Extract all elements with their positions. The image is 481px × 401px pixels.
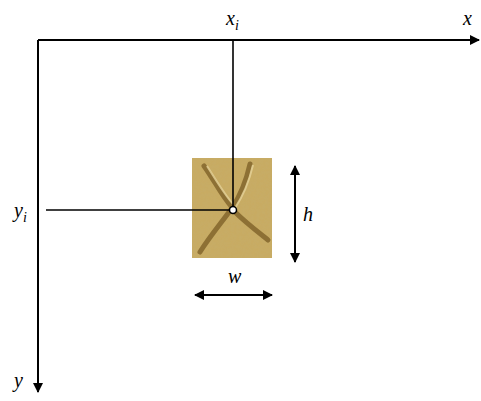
yi-guide-line — [46, 209, 230, 211]
axis-label: y — [14, 370, 23, 390]
coordinate-label: xi — [226, 8, 239, 28]
image-patch — [192, 158, 272, 258]
center-point — [230, 207, 237, 214]
y-axis — [37, 40, 39, 392]
coordinate-label: yi — [14, 200, 27, 220]
dimension-label: h — [303, 204, 313, 224]
x-axis — [38, 39, 479, 41]
width-arrow — [195, 294, 272, 296]
dimension-label: w — [228, 266, 241, 286]
axis-label: x — [463, 8, 472, 28]
height-arrow — [294, 166, 296, 262]
xi-guide-line — [232, 40, 234, 207]
